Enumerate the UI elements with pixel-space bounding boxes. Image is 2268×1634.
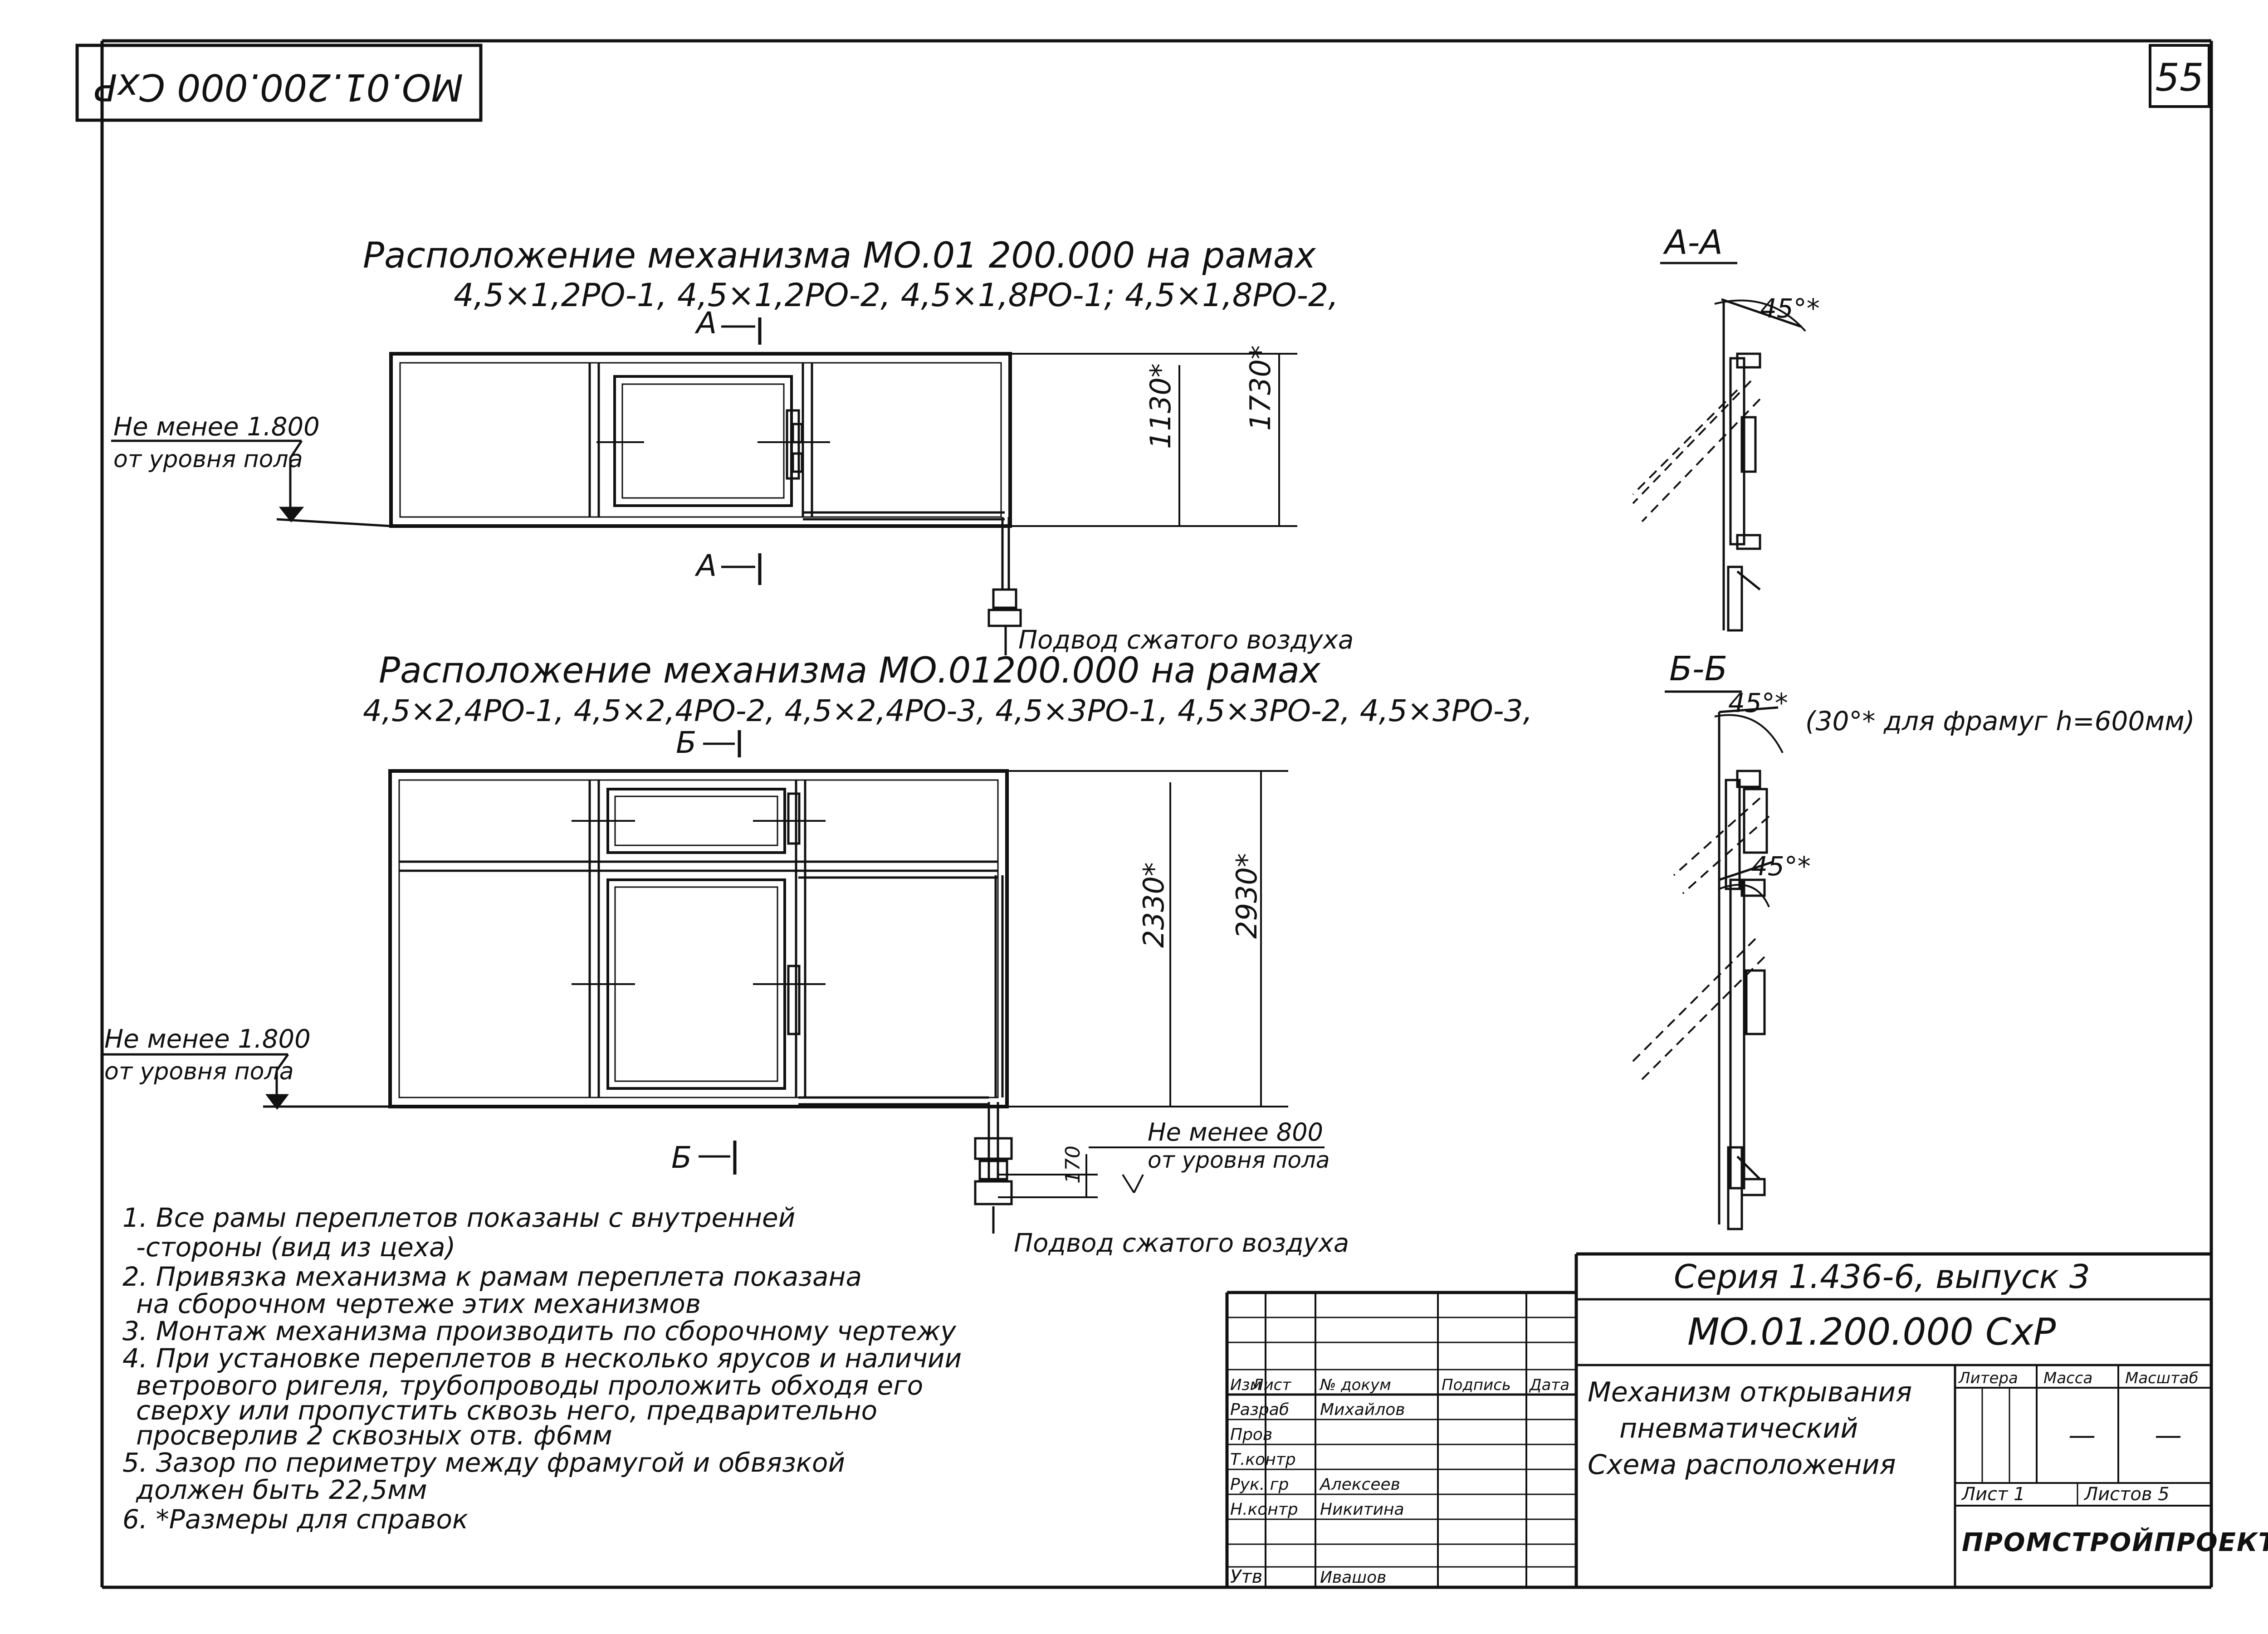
pneumatic-mechanism-bottom — [787, 792, 1013, 1234]
section-bb-angle-top: 45°* — [1728, 688, 1788, 718]
section-bb-title: Б-Б — [1669, 649, 1727, 688]
section-bb-note: (30°* для фрамуг h=600мм) — [1805, 706, 2195, 737]
sign-role: Разраб — [1230, 1400, 1289, 1419]
document-code: МО.01.200.000 СхР — [1687, 1311, 2056, 1354]
col-scale: Масштаб — [2125, 1369, 2199, 1387]
col-litera: Литера — [1958, 1369, 2018, 1387]
scale-value: — — [2155, 1419, 2182, 1451]
bottom-view-frames: 4,5×2,4РО-1, 4,5×2,4РО-2, 4,5×2,4РО-3, 4… — [363, 693, 1533, 728]
window-frame-bottom — [388, 769, 1009, 1108]
note-line: на сборочном чертеже этих механизмов — [136, 1288, 701, 1319]
dim-1730: 1730* — [1244, 345, 1277, 431]
sign-header-list: Лист — [1251, 1376, 1291, 1394]
dim-2930: 2930* — [1230, 853, 1263, 939]
sign-role: Рук. гр — [1230, 1475, 1289, 1494]
corner-code: МО.01.200.000 СхР — [94, 65, 463, 108]
sign-header-date: Дата — [1529, 1376, 1569, 1394]
sign-role: Пров — [1230, 1425, 1272, 1444]
level2-label-1: Не менее 800 — [1148, 1118, 1323, 1146]
section-mark-b-bottom: Б — [671, 1140, 692, 1175]
sheets-label: Листов 5 — [2083, 1484, 2170, 1505]
dimension-lines-bottom — [998, 770, 1325, 1198]
title-block — [1225, 1252, 2211, 1587]
top-view-title: Расположение механизма МО.01 200.000 на … — [363, 235, 1316, 276]
section-mark-b-top: Б — [676, 725, 696, 760]
note-line: -стороны (вид из цеха) — [136, 1232, 455, 1263]
bottom-view: Расположение механизма МО.01200.000 на р… — [102, 650, 1533, 1258]
page-number-box: 55 — [2149, 44, 2210, 108]
level-label-bottom-1: Не менее 1.800 — [104, 1024, 311, 1054]
air-supply-label-bottom: Подвод сжатого воздуха — [1014, 1229, 1349, 1258]
sheet-frame — [100, 39, 2213, 1589]
bottom-view-title: Расположение механизма МО.01200.000 на р… — [379, 650, 1321, 691]
note-line: должен быть 22,5мм — [136, 1474, 427, 1505]
window-frame-top — [389, 352, 1012, 528]
dim-1130: 1130* — [1144, 363, 1177, 449]
level-label-bottom-2: от уровня пола — [104, 1058, 294, 1085]
level2-label-2: от уровня пола — [1148, 1147, 1330, 1173]
section-mark-a-bottom: А — [694, 548, 717, 583]
doc-name-line2: пневматический — [1619, 1413, 1858, 1444]
note-line: 6. *Размеры для справок — [122, 1504, 468, 1535]
sign-role: Т.контр — [1230, 1450, 1296, 1469]
title-block-text: Серия 1.436-6, выпуск 3 МО.01.200.000 Сх… — [1230, 1258, 2268, 1587]
air-supply-label-top: Подвод сжатого воздуха — [1018, 625, 1354, 655]
general-notes: 1. Все рамы переплетов показаны с внутре… — [122, 1202, 962, 1535]
organization: ПРОМСТРОЙПРОЕКТ — [1962, 1527, 2268, 1557]
sign-name: Никитина — [1320, 1500, 1404, 1519]
section-mark-a-top: А — [694, 306, 717, 341]
section-aa-title: А-А — [1663, 223, 1723, 262]
pneumatic-mechanism-top — [786, 409, 1022, 655]
sign-role: Утв — [1230, 1566, 1262, 1587]
dim-170: 170 — [1061, 1146, 1085, 1184]
section-bb: Б-Б 45°* (30°* для фрамуг h=600мм) 45°* — [1628, 649, 2195, 1230]
page-number: 55 — [2156, 55, 2204, 100]
doc-name-line3: Схема расположения — [1588, 1449, 1896, 1481]
section-aa: А-А 45°* — [1632, 223, 1820, 632]
corner-code-stamp: МО.01.200.000 СхР — [75, 44, 483, 122]
note-line: просверлив 2 сквозных отв. ф6мм — [136, 1420, 612, 1451]
sheet-label: Лист 1 — [1961, 1484, 2025, 1505]
dim-2330: 2330* — [1137, 862, 1170, 948]
sign-header-izm: Изм — [1230, 1376, 1261, 1394]
col-mass: Масса — [2043, 1369, 2092, 1387]
top-view: Расположение механизма МО.01 200.000 на … — [111, 235, 1354, 655]
section-aa-angle: 45°* — [1760, 293, 1820, 324]
dimension-lines-top — [1009, 353, 1297, 527]
note-line: сверху или пропустить сквозь него, предв… — [136, 1395, 877, 1426]
sign-role: Н.контр — [1230, 1500, 1298, 1519]
doc-name-line1: Механизм открывания — [1588, 1376, 1912, 1408]
note-line: ветрового ригеля, трубопроводы проложить… — [136, 1370, 923, 1401]
note-line: 1. Все рамы переплетов показаны с внутре… — [122, 1202, 795, 1233]
sign-name: Ивашов — [1320, 1568, 1386, 1587]
note-line: 4. При установке переплетов в несколько … — [122, 1343, 962, 1374]
sign-name: Алексеев — [1319, 1475, 1400, 1494]
top-view-frames: 4,5×1,2РО-1, 4,5×1,2РО-2, 4,5×1,8РО-1; 4… — [454, 277, 1339, 314]
note-line: 3. Монтаж механизма производить по сборо… — [122, 1316, 956, 1346]
mass-value: — — [2068, 1419, 2096, 1451]
note-line: 2. Привязка механизма к рамам переплета … — [122, 1261, 862, 1292]
series-label: Серия 1.436-6, выпуск 3 — [1674, 1258, 2090, 1296]
level-marker-top — [111, 439, 391, 527]
sign-header-doc: № докум — [1319, 1376, 1391, 1394]
level-label-top-2: от уровня пола — [113, 446, 303, 473]
level-label-top-1: Не менее 1.800 — [113, 412, 320, 442]
level-marker-bottom — [102, 1053, 390, 1110]
sign-header-sign: Подпись — [1442, 1376, 1511, 1394]
note-line: 5. Зазор по периметру между фрамугой и о… — [122, 1447, 845, 1478]
sign-name: Михайлов — [1320, 1400, 1405, 1419]
